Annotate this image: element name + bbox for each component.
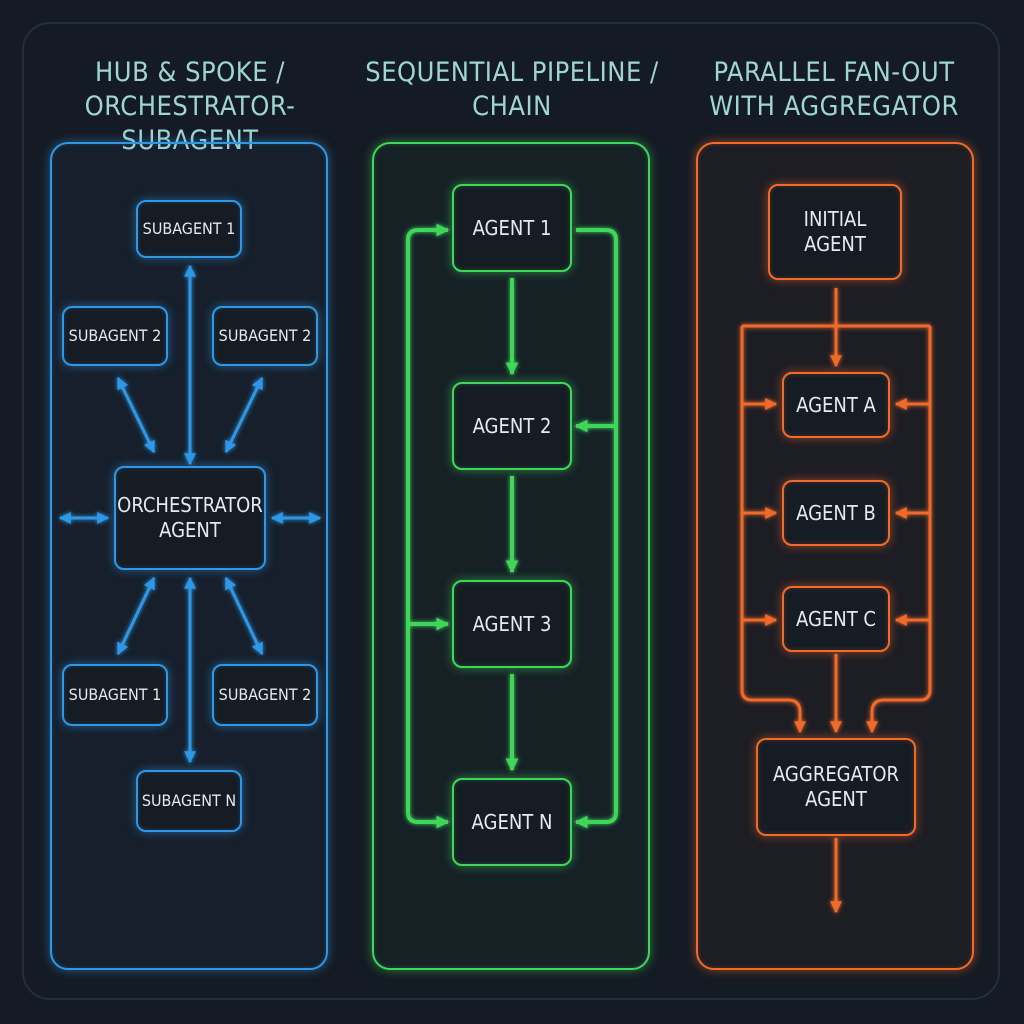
hub-subagent-upper-right: SUBAGENT 2 xyxy=(212,306,318,366)
hub-spoke-title-line2: ORCHESTRATOR-SUBAGENT xyxy=(84,91,296,156)
hub-subagent-lower-right: SUBAGENT 2 xyxy=(212,664,318,726)
pipeline-loop-right-to-n xyxy=(574,228,618,829)
pipeline-agent-2: AGENT 2 xyxy=(452,382,572,470)
initial-agent-line1: INITIAL xyxy=(803,207,867,231)
pipeline-agent-n: AGENT N xyxy=(452,778,572,866)
outer-frame xyxy=(22,22,1000,1000)
orchestrator-line2: AGENT xyxy=(159,518,221,542)
hub-arrow-lower-left xyxy=(116,576,156,656)
initial-agent-line2: AGENT xyxy=(804,232,866,256)
orchestrator-line1: ORCHESTRATOR xyxy=(117,493,263,517)
pipeline-title: SEQUENTIAL PIPELINE / CHAIN xyxy=(352,56,672,124)
hub-spoke-title: HUB & SPOKE / ORCHESTRATOR-SUBAGENT xyxy=(30,56,350,158)
pipeline-loop-left-to-n xyxy=(406,811,450,829)
pipeline-title-line1: SEQUENTIAL PIPELINE / xyxy=(365,57,659,88)
fanout-arrows xyxy=(740,288,932,914)
aggregator-line1: AGGREGATOR xyxy=(772,762,900,786)
pipeline-arrows xyxy=(406,223,618,829)
fanout-agent-c: AGENT C xyxy=(782,586,890,652)
fanout-title: PARALLEL FAN-OUT WITH AGGREGATOR xyxy=(674,56,994,124)
hub-arrow-upper-right xyxy=(224,376,264,454)
hub-subagent-top: SUBAGENT 1 xyxy=(136,200,242,258)
pipeline-agent-1: AGENT 1 xyxy=(452,184,572,272)
fanout-title-line2: WITH AGGREGATOR xyxy=(709,91,959,122)
pipeline-loop-left-to-1 xyxy=(406,223,450,812)
fanout-left-rail xyxy=(740,326,806,734)
pipeline-title-line2: CHAIN xyxy=(472,91,552,122)
pipeline-agent-3: AGENT 3 xyxy=(452,580,572,668)
aggregator-line2: AGENT xyxy=(805,787,867,811)
initial-agent-node: INITIAL AGENT xyxy=(768,184,902,280)
hub-subagent-lower-left: SUBAGENT 1 xyxy=(62,664,168,726)
aggregator-agent-node: AGGREGATOR AGENT xyxy=(756,738,916,836)
hub-arrow-upper-left xyxy=(116,376,156,454)
hub-spoke-arrows xyxy=(58,264,322,764)
fanout-agent-b: AGENT B xyxy=(782,480,890,546)
fanout-right-rail xyxy=(866,326,932,734)
fanout-title-line1: PARALLEL FAN-OUT xyxy=(713,57,955,88)
hub-arrow-lower-right xyxy=(224,576,264,656)
hub-spoke-title-line1: HUB & SPOKE / xyxy=(95,57,285,88)
hub-subagent-bottom: SUBAGENT N xyxy=(136,770,242,832)
fanout-agent-a: AGENT A xyxy=(782,372,890,438)
hub-subagent-upper-left: SUBAGENT 2 xyxy=(62,306,168,366)
orchestrator-agent-node: ORCHESTRATOR AGENT xyxy=(114,466,266,570)
